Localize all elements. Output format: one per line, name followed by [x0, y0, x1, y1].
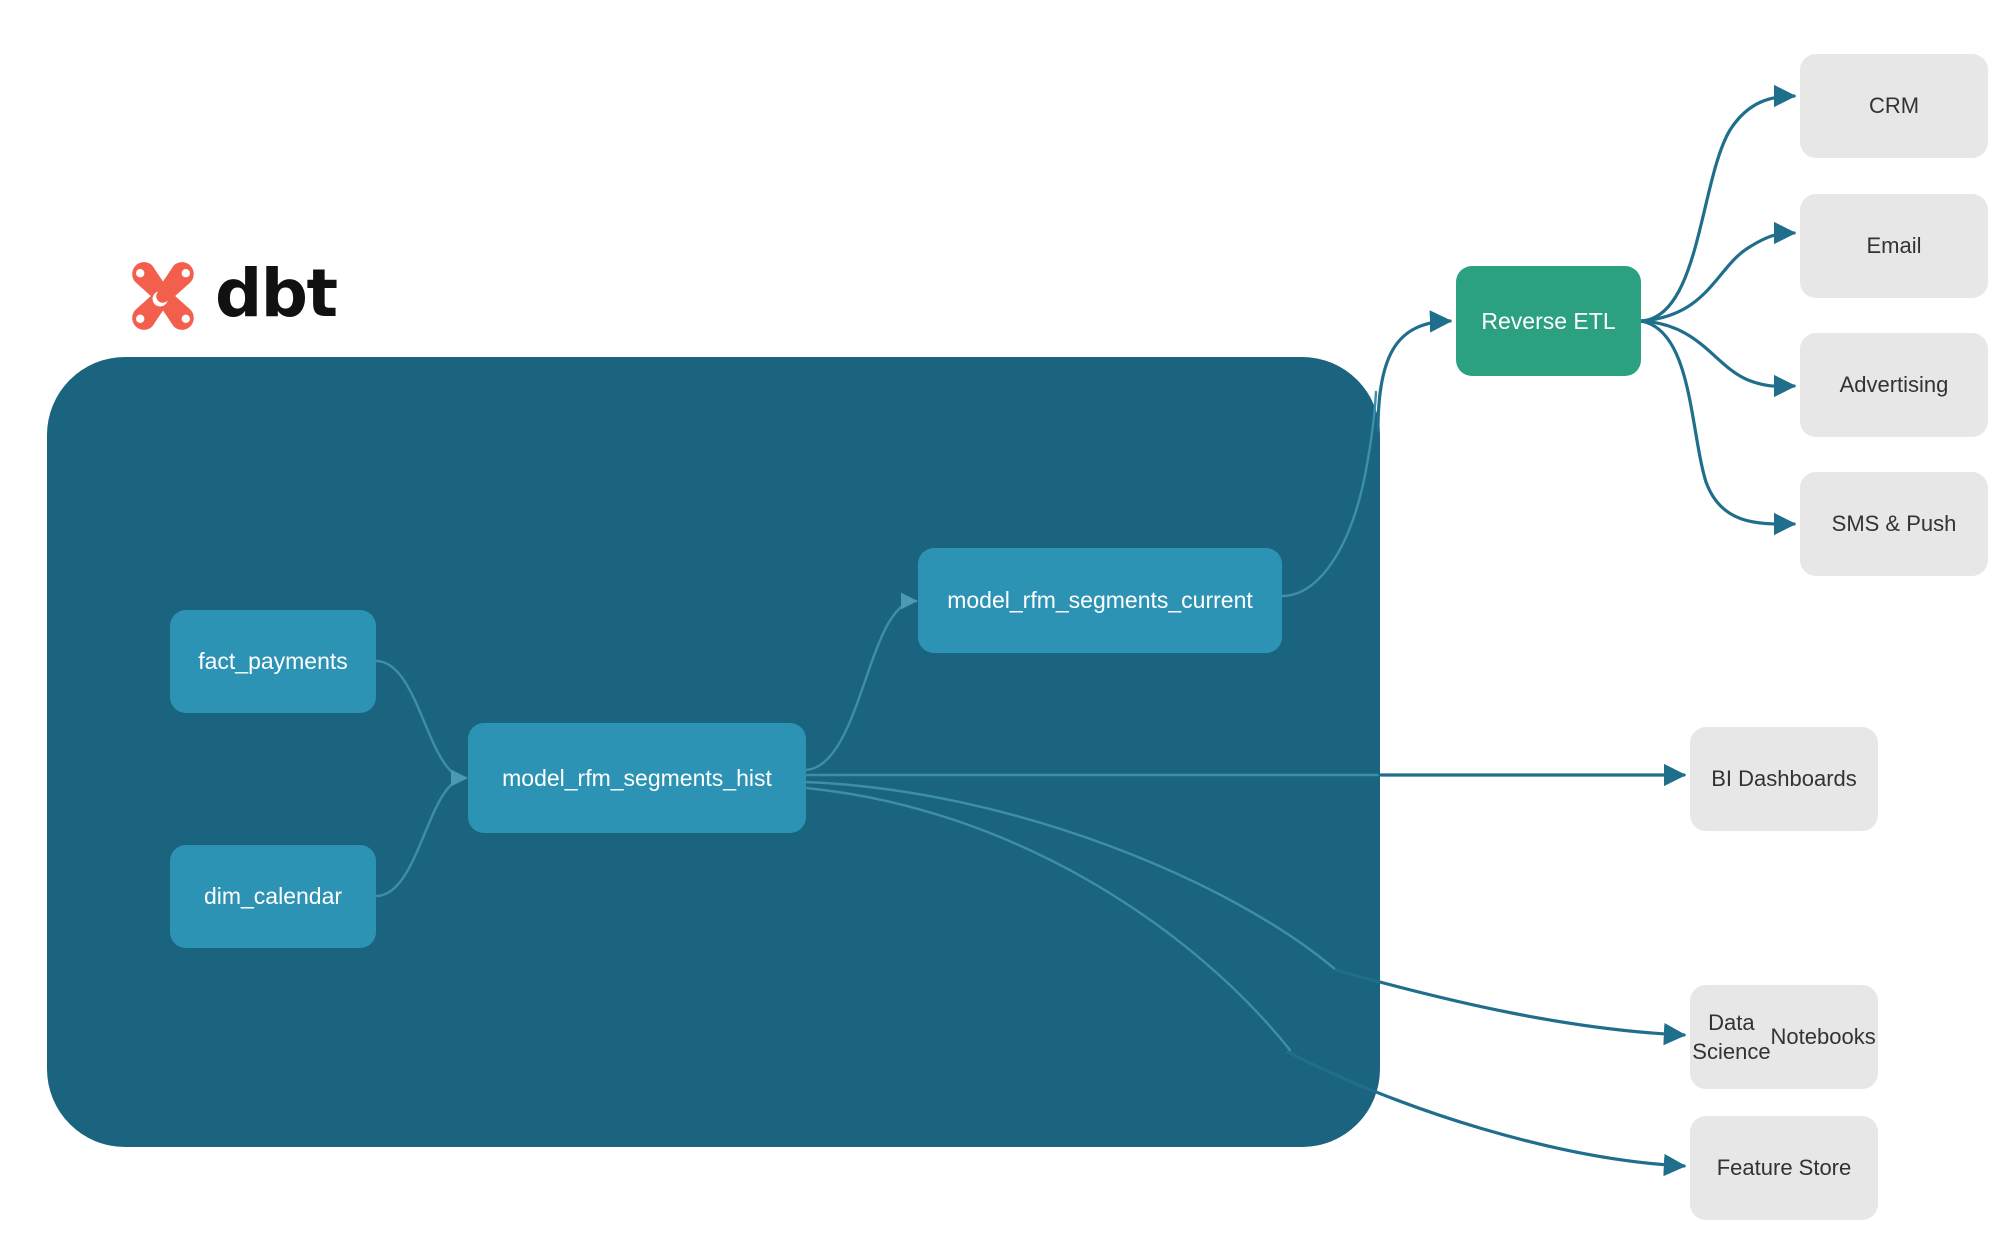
model-node-rfm-segments-current[interactable]: model_rfm_segments_current: [918, 548, 1282, 653]
destination-bi-dashboards[interactable]: BI Dashboards: [1690, 727, 1878, 831]
model-node-fact-payments[interactable]: fact_payments: [170, 610, 376, 713]
destination-sms-push[interactable]: SMS & Push: [1800, 472, 1988, 576]
dbt-logo: dbt: [125, 255, 338, 334]
model-node-dim-calendar[interactable]: dim_calendar: [170, 845, 376, 948]
dbt-wordmark: dbt: [215, 255, 338, 332]
edge-warehouse-to-reverse-etl: [1376, 310, 1453, 432]
edge-reverse-etl-to-crm: [1639, 84, 1797, 323]
destination-feature-store[interactable]: Feature Store: [1690, 1116, 1878, 1220]
destination-ds-line-1: Data Science: [1692, 1009, 1771, 1064]
edge-warehouse-to-ds-notebooks: [1334, 968, 1687, 1046]
destination-data-science-notebooks[interactable]: Data Science Notebooks: [1690, 985, 1878, 1089]
destination-email[interactable]: Email: [1800, 194, 1988, 298]
dbt-mark-icon: [132, 262, 194, 330]
destination-ds-line-2: Notebooks: [1770, 1024, 1876, 1050]
model-node-rfm-segments-hist[interactable]: model_rfm_segments_hist: [468, 723, 806, 833]
edge-reverse-etl-to-email: [1639, 221, 1797, 323]
destination-advertising[interactable]: Advertising: [1800, 333, 1988, 437]
edge-reverse-etl-to-sms: [1639, 319, 1797, 536]
destination-crm[interactable]: CRM: [1800, 54, 1988, 158]
reverse-etl-node[interactable]: Reverse ETL: [1456, 266, 1641, 376]
edge-reverse-etl-to-advertising: [1639, 319, 1797, 398]
